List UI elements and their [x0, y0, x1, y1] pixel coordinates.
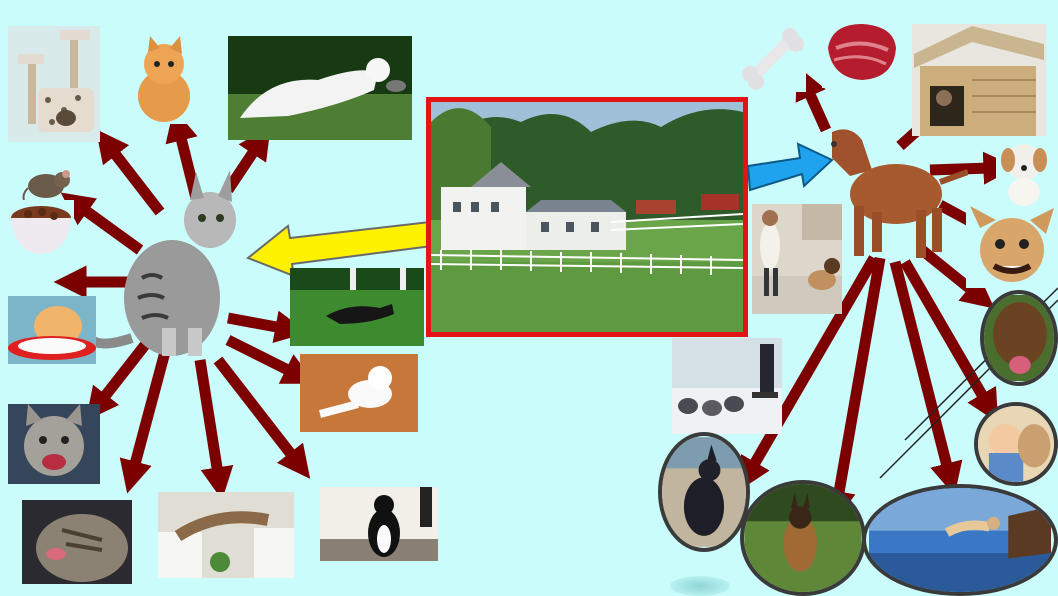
growling-chihuahua-image — [966, 206, 1056, 288]
cat-arrows — [53, 108, 316, 501]
hissing-kitten-image — [8, 404, 100, 484]
floor-shadow — [670, 576, 730, 596]
cat-food-bowl-image — [8, 200, 74, 256]
arrow-to-leaping-cat — [223, 126, 271, 194]
doberman-image — [658, 432, 750, 552]
mouse-image — [22, 162, 72, 202]
cat-licking-lips-image — [22, 500, 132, 584]
dog-kennel-image — [912, 24, 1046, 136]
german-shepherd-image — [740, 480, 866, 596]
arrow-to-mouse — [60, 192, 144, 255]
arrow-to-puppy — [929, 151, 1017, 185]
cat-tree-image — [8, 26, 100, 142]
cat-jumping-counters-image — [158, 492, 294, 578]
arrow-to-jumping-cat — [194, 359, 234, 501]
boy-hugging-dog-image — [974, 402, 1058, 486]
puppy-image — [996, 138, 1052, 208]
dog-hub-image — [812, 126, 968, 266]
dog-jumping-dock-image — [862, 484, 1058, 596]
tuxedo-cat-image — [320, 487, 438, 561]
arrow-to-cat-licking — [119, 350, 171, 494]
arrow-to-cat-tree — [95, 129, 165, 216]
arrow-to-drooling-dog — [918, 245, 995, 309]
guide-dog-image — [752, 204, 842, 314]
drooling-dog-image — [980, 290, 1058, 386]
white-cat-leaping-image — [228, 36, 412, 140]
cat-hub-image — [92, 168, 242, 358]
arrow-to-stretching-kitten — [225, 335, 316, 384]
arrow-to-tuxedo-cat — [213, 356, 311, 479]
center-farmhouse-image — [426, 97, 748, 337]
arrow-to-shepherd — [822, 257, 886, 525]
yellow-pointer — [246, 220, 434, 278]
orange-kitten-image — [126, 36, 198, 124]
arrow-to-steak — [795, 65, 832, 133]
bone-image — [740, 26, 806, 92]
arrow-to-boy-and-dog — [900, 259, 999, 423]
kitten-drinking-milk-image — [8, 296, 96, 364]
raw-steak-image — [822, 18, 900, 88]
sled-dogs-image — [672, 338, 782, 434]
arrow-to-hissing-kitten — [85, 341, 150, 421]
black-cat-running-image — [290, 268, 424, 346]
blue-pointer — [746, 142, 834, 192]
arrow-to-running-cat — [226, 310, 308, 344]
white-kitten-stretching-image — [300, 354, 418, 432]
arrow-to-dock-jump — [889, 260, 963, 496]
